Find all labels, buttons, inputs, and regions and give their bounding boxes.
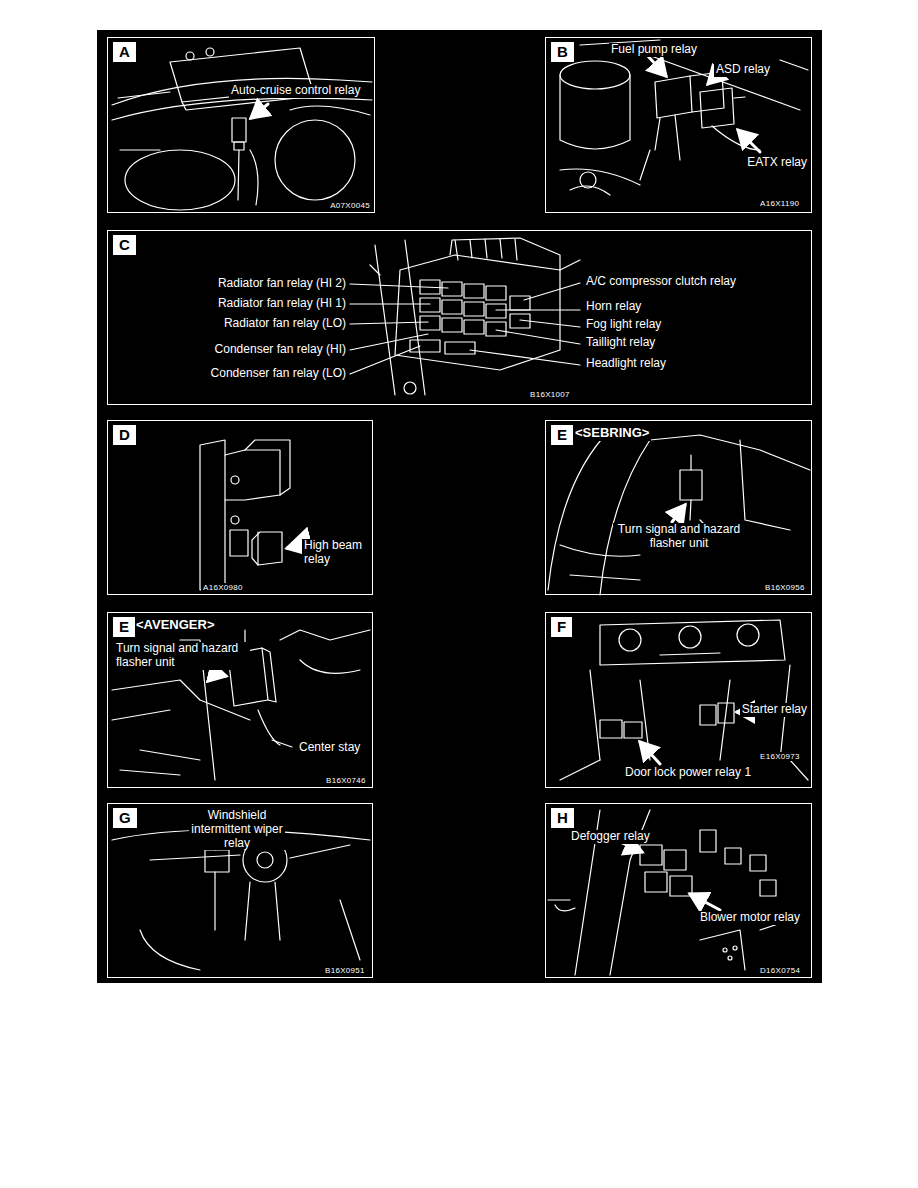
illustration-panel: Auto-cruise control relayA07X0045 A [107,37,375,213]
pillar-sketch [548,430,810,595]
dashboard-sketch [112,48,372,210]
panel-letter: H [552,809,573,827]
part-label: Fuel pump relay [609,43,699,57]
panel-letter: E [552,426,572,444]
figure-code: A16X1190 [758,199,801,208]
panel-letter-box: A [113,42,136,62]
model-tag: <SEBRING> [573,426,651,441]
panel-letter: D [114,426,135,444]
illustration-panel: Defogger relayBlower motor relayD16X0754… [545,803,812,978]
part-label: A/C compressor clutch relay [584,275,738,289]
part-label: Defogger relay [569,830,652,844]
figure-code: B16X0951 [323,966,367,975]
part-label: Condenser fan relay (HI) [213,343,348,357]
panel-letter: C [114,236,135,254]
part-label: Radiator fan relay (LO) [222,317,348,331]
part-label: EATX relay [745,156,809,170]
engine-bay-sketch [560,40,808,195]
illustration-panel: <SEBRING> Turn signal and hazard flasher … [545,420,812,595]
panel-letter-box: E [551,425,573,445]
illustration-panel: Fuel pump relayASD relayEATX relayA16X11… [545,37,812,213]
part-label: Radiator fan relay (HI 1) [216,297,348,311]
part-label: Condenser fan relay (LO) [209,367,348,381]
part-label: Radiator fan relay (HI 2) [216,277,348,291]
console-sketch [560,620,808,780]
model-tag: <AVENGER> [134,618,217,633]
panel-letter-box: C [113,235,136,255]
part-label: Windshield intermittent wiper relay [189,809,285,850]
panel-letter: F [552,618,571,636]
part-label: Blower motor relay [698,911,802,925]
figure-code: D16X0754 [758,966,802,975]
illustration-panel: Starter relayDoor lock power relay 1 E16X… [545,612,812,788]
part-label: Turn signal and hazard flasher unit [613,523,745,551]
part-label: Headlight relay [584,357,668,371]
panel-letter-box: D [113,425,136,445]
illustration-panel: Windshield intermittent wiper relayB16X0… [107,803,373,978]
part-label: Horn relay [584,300,643,314]
part-label: Door lock power relay 1 [623,766,753,780]
figure-code: A16X0980 [201,583,245,592]
panel-letter-box: F [551,617,572,637]
panel-letter: G [114,809,136,827]
steering-column-sketch [112,830,370,970]
part-label: Fog light relay [584,318,663,332]
part-label: Turn signal and hazard flasher unit [114,642,250,670]
center-stay-sketch [112,630,370,780]
panel-letter: B [552,43,573,61]
illustration-panel: High beam relayA16X0980 D [107,420,373,595]
figure-code: B16X1007 [528,390,572,399]
part-label: Taillight relay [584,336,657,350]
panel-letter-box: G [113,808,137,828]
relay-box-sketch [350,238,580,395]
panel-letter: A [114,43,135,61]
part-label: Auto-cruise control relay [229,84,362,98]
part-label: High beam relay [302,539,370,567]
illustration-panel: <AVENGER> Turn signal and hazard flasher … [107,612,373,788]
bracket-sketch [200,440,300,590]
illustration-panel: Radiator fan relay (HI 2) Radiator fan re… [107,230,812,405]
figure-code: B16X0746 [324,776,368,785]
part-label: Starter relay [740,703,809,717]
figure-code: A07X0045 [328,201,372,210]
pillar-relays-sketch [548,810,790,975]
panel-letter-box: H [551,808,574,828]
figure-code: B16X0956 [763,583,807,592]
panel-letter-box: B [551,42,574,62]
part-label: ASD relay [714,63,772,77]
panel-letter-box: E [113,617,135,637]
part-label: Center stay [297,741,362,755]
panel-letter: E [114,618,134,636]
figure-code: E16X0973 [758,752,802,761]
